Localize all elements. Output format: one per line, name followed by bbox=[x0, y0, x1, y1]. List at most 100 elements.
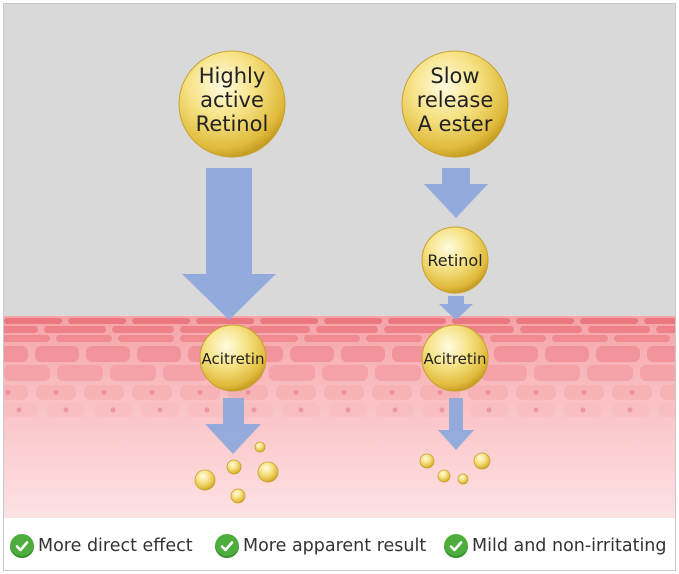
skin-cell bbox=[534, 365, 580, 381]
arrow-small-right-top bbox=[424, 168, 488, 218]
capsule-label-line: Slow bbox=[430, 64, 479, 88]
benefit-item: Mild and non-irritating bbox=[444, 533, 667, 559]
skin-cell bbox=[4, 318, 62, 324]
skin-cell-nucleus bbox=[53, 390, 59, 395]
skin-cell-nucleus bbox=[197, 390, 203, 395]
skin-cell bbox=[656, 326, 675, 333]
skin-cell bbox=[316, 326, 378, 333]
droplets-left bbox=[194, 441, 279, 504]
skin-cell bbox=[4, 385, 28, 400]
skin-cell bbox=[341, 346, 385, 362]
skin-cell bbox=[490, 335, 546, 342]
skin-cell bbox=[163, 365, 209, 381]
capsule-label-line: release bbox=[417, 88, 494, 112]
droplets-right bbox=[419, 452, 491, 485]
skin-cell bbox=[658, 403, 675, 417]
benefit-label: More direct effect bbox=[38, 536, 193, 556]
benefits-legend: More direct effect More apparent result … bbox=[4, 518, 675, 570]
skin-cell-nucleus bbox=[581, 390, 587, 395]
skin-cell bbox=[375, 365, 421, 381]
skin-cell-nucleus bbox=[345, 407, 351, 413]
skin-cell bbox=[322, 365, 368, 381]
capsule-highly-active-retinol: Highly active Retinol bbox=[178, 50, 286, 158]
capsule-label-line: Retinol bbox=[196, 112, 269, 136]
capsule-acitretin-left: Acitretin bbox=[199, 324, 267, 392]
skin-cell bbox=[248, 326, 310, 333]
skin-cell bbox=[57, 365, 103, 381]
skin-cell bbox=[494, 346, 538, 362]
skin-cell bbox=[4, 365, 50, 381]
skin-cell-nucleus bbox=[245, 390, 251, 395]
background-area bbox=[4, 4, 675, 316]
skin-cell-nucleus bbox=[437, 390, 443, 395]
skin-cell-nucleus bbox=[629, 390, 635, 395]
skin-cell-nucleus bbox=[63, 407, 69, 413]
arrow-below-right bbox=[438, 398, 474, 450]
droplet bbox=[226, 459, 242, 475]
skin-cell bbox=[481, 365, 527, 381]
skin-cell-nucleus bbox=[627, 407, 633, 413]
check-circle-icon bbox=[215, 534, 239, 558]
skin-cell bbox=[44, 326, 106, 333]
skin-cell-nucleus bbox=[16, 407, 22, 413]
skin-cell-nucleus bbox=[533, 407, 539, 413]
skin-cell bbox=[56, 335, 112, 342]
retinol-diagram: Highly active Retinol Slow release A est… bbox=[4, 4, 675, 518]
skin-cell bbox=[520, 326, 582, 333]
skin-cell bbox=[596, 346, 640, 362]
capsule-label-line: A ester bbox=[418, 112, 493, 136]
capsule-acitretin-right: Acitretin bbox=[421, 324, 489, 392]
skin-cell-nucleus bbox=[251, 407, 257, 413]
skin-cell-nucleus bbox=[293, 390, 299, 395]
skin-cell bbox=[580, 318, 638, 324]
skin-cell-nucleus bbox=[533, 390, 539, 395]
skin-cell bbox=[644, 318, 675, 324]
skin-cell-nucleus bbox=[110, 407, 116, 413]
skin-cell bbox=[112, 326, 174, 333]
droplet bbox=[419, 453, 435, 469]
check-circle-icon bbox=[10, 534, 34, 558]
skin-cell bbox=[35, 346, 79, 362]
skin-cell-nucleus bbox=[149, 390, 155, 395]
skin-cell bbox=[388, 318, 446, 324]
skin-cell-nucleus bbox=[392, 407, 398, 413]
skin-cell-nucleus bbox=[486, 407, 492, 413]
skin-cell bbox=[647, 346, 675, 362]
benefit-item: More apparent result bbox=[215, 533, 426, 559]
skin-cell-nucleus bbox=[485, 390, 491, 395]
skin-cell bbox=[110, 365, 156, 381]
arrow-small-right-mid bbox=[439, 296, 473, 320]
skin-cell bbox=[384, 326, 446, 333]
skin-cell bbox=[304, 335, 360, 342]
droplet bbox=[457, 473, 469, 485]
skin-cell bbox=[588, 326, 650, 333]
skin-cell-nucleus bbox=[389, 390, 395, 395]
diagram-frame: Highly active Retinol Slow release A est… bbox=[3, 3, 676, 571]
skin-cell bbox=[324, 318, 382, 324]
skin-cell bbox=[68, 318, 126, 324]
capsule-slow-release-a-ester: Slow release A ester bbox=[401, 50, 509, 158]
capsule-retinol-intermediate: Retinol bbox=[421, 226, 489, 294]
check-circle-icon bbox=[444, 534, 468, 558]
skin-cell-nucleus bbox=[674, 408, 675, 412]
skin-cell bbox=[290, 346, 334, 362]
skin-cell bbox=[4, 326, 38, 333]
arrow-below-left bbox=[205, 398, 261, 454]
droplet bbox=[194, 469, 216, 491]
capsule-label: Retinol bbox=[427, 251, 482, 270]
skin-cell bbox=[614, 335, 670, 342]
capsule-label: Acitretin bbox=[202, 350, 265, 368]
skin-cell-nucleus bbox=[101, 390, 107, 395]
skin-cell bbox=[366, 335, 422, 342]
skin-cell bbox=[137, 346, 181, 362]
skin-cell bbox=[132, 318, 190, 324]
skin-cell bbox=[260, 318, 318, 324]
skin-cell-nucleus bbox=[204, 407, 210, 413]
skin-cell bbox=[516, 318, 574, 324]
capsule-label-line: active bbox=[200, 88, 264, 112]
skin-cell bbox=[269, 365, 315, 381]
skin-cell-nucleus bbox=[298, 407, 304, 413]
skin-cell bbox=[118, 335, 174, 342]
skin-cell bbox=[196, 318, 254, 324]
skin-cell bbox=[4, 346, 28, 362]
